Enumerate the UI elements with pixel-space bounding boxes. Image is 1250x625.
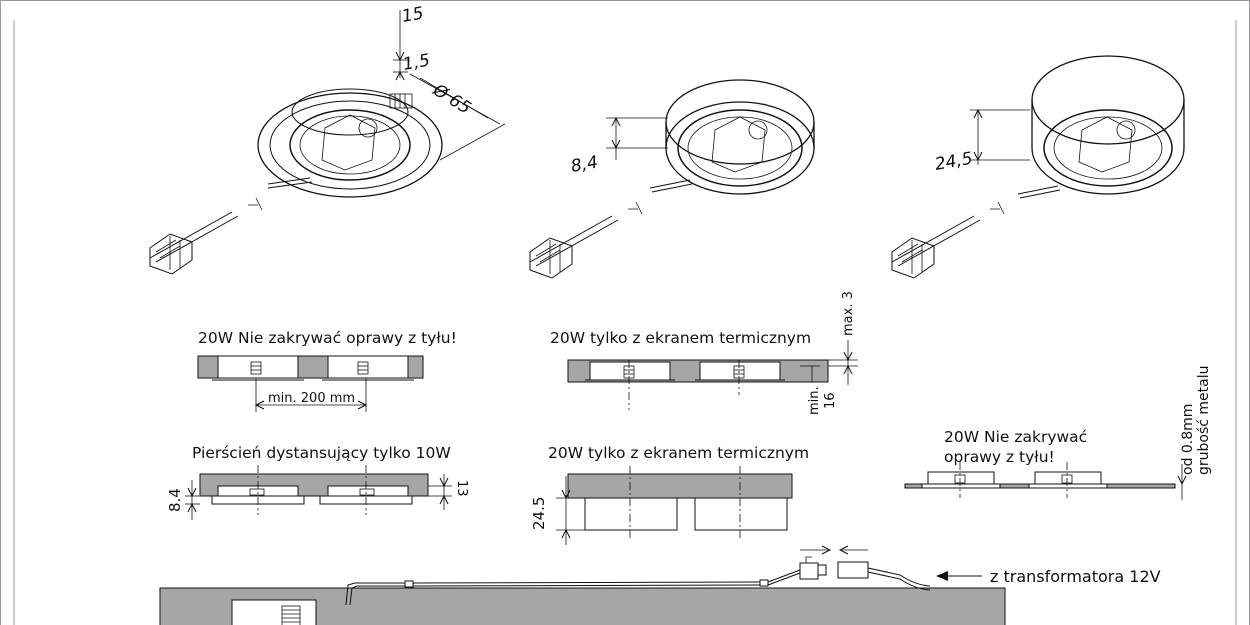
section-surface-thin (567, 340, 858, 410)
dim-min-200mm: min. 200 mm (268, 391, 355, 406)
section-metal-sheet (904, 462, 1187, 500)
section-spacer-ring (185, 465, 452, 520)
caption-thermal-screen-1: 20W tylko z ekranem termicznym (550, 329, 811, 347)
lamp-recessed-illustration (149, 10, 506, 275)
caption-no-cover-a: 20W Nie zakrywać (944, 428, 1087, 446)
dim-24-5-italic: 24,5 (933, 149, 974, 175)
dim-8-4-italic: 8,4 (569, 153, 599, 177)
dim-od-0-8mm: od 0.8mm (1180, 404, 1196, 475)
dim-24-5: 24.5 (530, 497, 548, 530)
dim-max-3: max. 3 (841, 291, 856, 336)
dim-15: 15 (400, 3, 425, 26)
caption-no-cover-back: 20W Nie zakrywać oprawy z tyłu! (198, 329, 457, 347)
lamp-surface-thick-illustration (891, 55, 1185, 279)
cabinet-section (159, 545, 1006, 625)
dim-metal-thickness: grubość metalu (1196, 366, 1212, 476)
dim-min: min. (807, 386, 822, 415)
section-surface-thick (556, 466, 793, 545)
lamp-surface-thin-illustration (529, 79, 815, 279)
caption-thermal-screen-2: 20W tylko z ekranem termicznym (548, 444, 809, 462)
section-recessed (197, 355, 424, 412)
dim-8-4: 8.4 (166, 488, 184, 512)
caption-spacer-ring: Pierścień dystansujący tylko 10W (192, 444, 451, 462)
caption-no-cover-b: oprawy z tyłu! (944, 448, 1055, 466)
dim-diameter-65: Ø 65 (429, 80, 475, 119)
dim-1-5: 1,5 (401, 51, 431, 75)
label-from-transformer: z transformatora 12V (990, 567, 1161, 586)
dim-13: 13 (454, 480, 469, 497)
dim-16: 16 (823, 392, 838, 409)
